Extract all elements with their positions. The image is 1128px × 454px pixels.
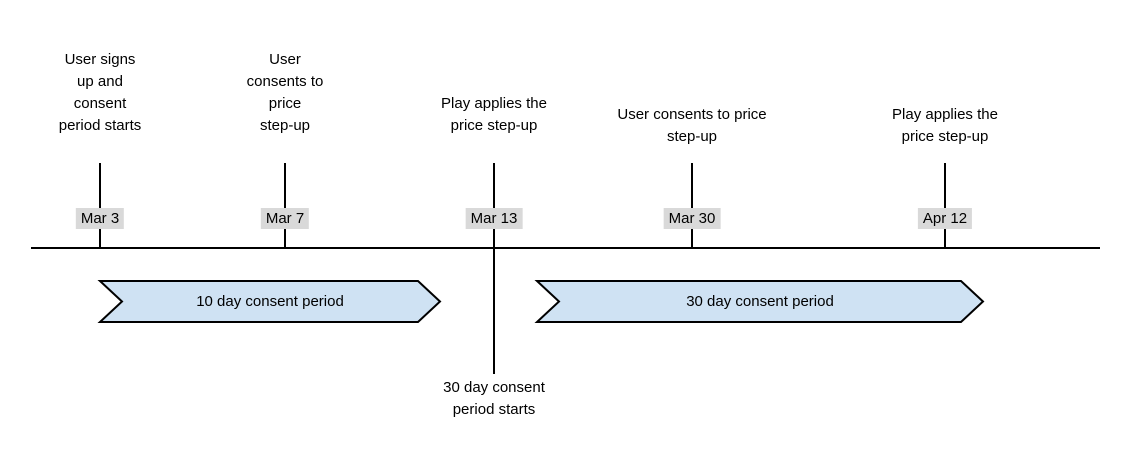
- event-label: User consents to price step-up: [246, 51, 324, 134]
- event-label: User consents to price step-up: [617, 106, 767, 145]
- period-banner-label: 30 day consent period: [686, 292, 834, 310]
- event-date-badge: Mar 3: [75, 208, 125, 229]
- event-label: User signs up and consent period starts: [58, 51, 142, 134]
- arrow-banner-shape: [534, 280, 985, 323]
- event-date-badge: Mar 30: [663, 208, 721, 229]
- period-banner-10-day: 10 day consent period: [97, 280, 442, 323]
- event-date-badge: Mar 7: [260, 208, 310, 229]
- event-tick-line: [493, 163, 495, 374]
- period-banner-label: 10 day consent period: [196, 292, 344, 310]
- event-tick-line: [99, 163, 101, 248]
- timeline-axis: [31, 247, 1100, 250]
- event-label: Play applies the price step-up: [892, 106, 998, 145]
- event-label: Play applies the price step-up: [441, 95, 547, 134]
- arrow-banner-shape: [97, 280, 442, 323]
- event-tick-line: [691, 163, 693, 248]
- event-tick-line: [944, 163, 946, 248]
- event-date-badge: Apr 12: [917, 208, 973, 229]
- footnote-30-day-consent-starts: 30 day consent period starts: [443, 379, 545, 418]
- event-date-badge: Mar 13: [465, 208, 523, 229]
- period-banner-30-day: 30 day consent period: [534, 280, 985, 323]
- event-tick-line: [284, 163, 286, 248]
